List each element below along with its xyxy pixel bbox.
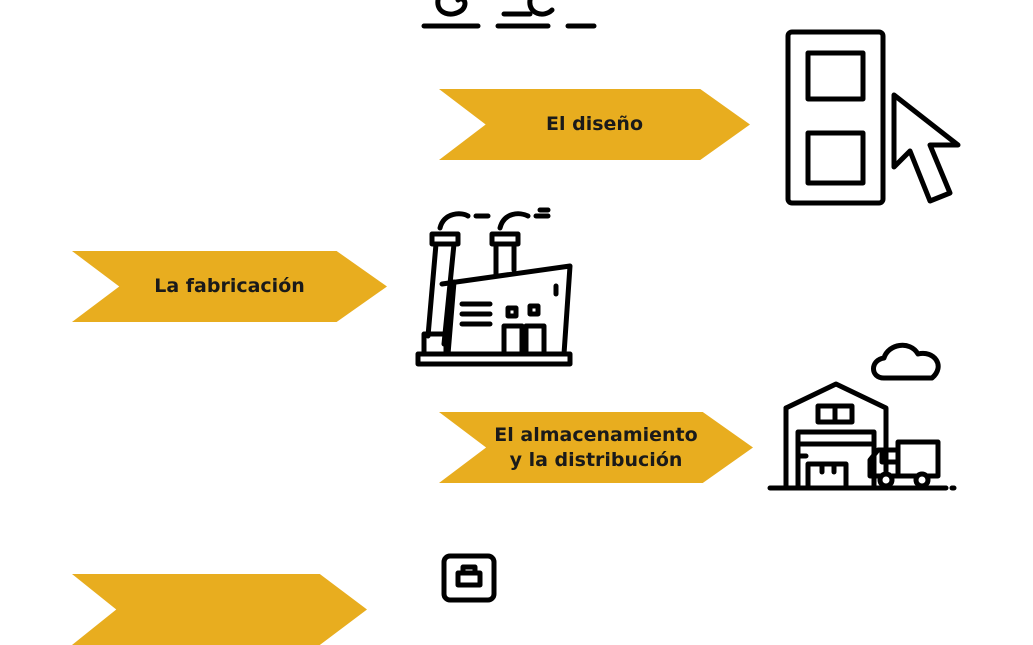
step-design-label: El diseño: [546, 113, 643, 135]
step-storage-label-line1: El almacenamiento: [494, 423, 698, 446]
window-cursor-icon: [784, 29, 964, 209]
warehouse-truck-icon: [766, 338, 958, 494]
wind-icon: [418, 0, 600, 32]
step-manufacturing-label: La fabricación: [154, 275, 305, 297]
step-design-banner: El diseño: [439, 89, 750, 160]
step-manufacturing-banner: La fabricación: [72, 251, 387, 322]
step-storage-label: El almacenamiento y la distribución: [494, 423, 697, 473]
shopping-bag-icon: [441, 553, 497, 603]
step-storage-label-line2: y la distribución: [509, 448, 683, 471]
factory-icon: [414, 206, 576, 368]
step-storage-banner: El almacenamiento y la distribución: [439, 412, 753, 483]
step-retail-banner: [72, 574, 367, 645]
